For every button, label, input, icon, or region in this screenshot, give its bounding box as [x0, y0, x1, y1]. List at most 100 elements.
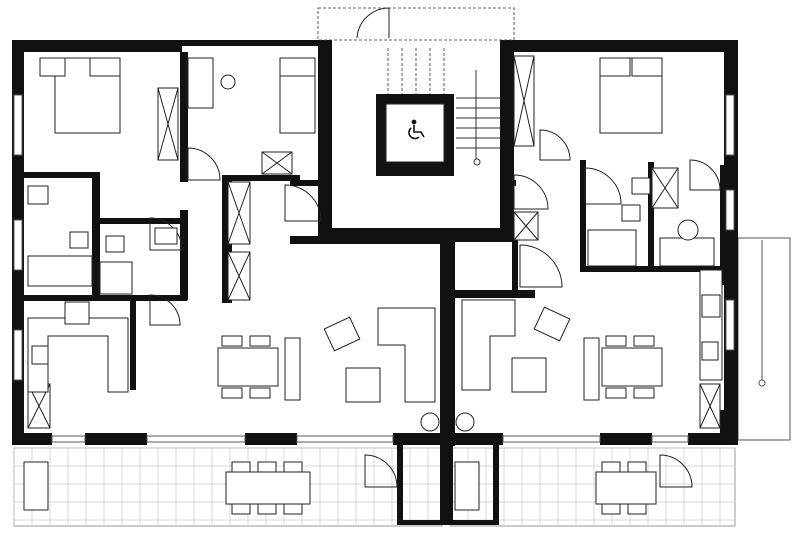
entrance-canopy [317, 7, 515, 41]
door[interactable] [149, 294, 181, 326]
wall [397, 445, 403, 525]
cabinet-cross [699, 383, 721, 429]
dining-chair [249, 387, 271, 399]
wall [580, 266, 730, 272]
terrace-chair [231, 461, 251, 473]
door[interactable] [284, 184, 322, 222]
pillow [279, 57, 316, 77]
door[interactable] [187, 147, 221, 181]
sink [27, 185, 49, 205]
wardrobe-cross [651, 167, 679, 209]
elevator-cabin [385, 103, 445, 163]
door[interactable] [584, 167, 622, 205]
plant [420, 412, 440, 432]
wardrobe-cross [261, 151, 293, 175]
wall [12, 40, 182, 52]
window [13, 219, 23, 271]
wall [130, 300, 136, 390]
dining-chair [633, 387, 655, 399]
terrace-chair [601, 461, 621, 473]
door[interactable] [689, 159, 721, 191]
wall [720, 165, 726, 285]
staircase [387, 48, 500, 166]
window [146, 435, 246, 443]
terrace-table [225, 471, 311, 505]
wall [500, 40, 514, 240]
pillow [89, 57, 121, 77]
cooktop [701, 294, 721, 318]
terrace-table [595, 471, 657, 505]
wall [447, 520, 497, 525]
terrace-chair [257, 503, 277, 515]
wall [648, 162, 654, 272]
armchair [323, 316, 361, 352]
door[interactable] [364, 454, 398, 488]
dining-table [217, 347, 279, 387]
entrance-door[interactable] [356, 7, 390, 39]
side-balcony [737, 237, 791, 441]
toilet [69, 231, 89, 249]
terrace-chair [283, 461, 303, 473]
wall [290, 236, 450, 244]
wall [245, 433, 297, 445]
plant [455, 412, 475, 432]
toilet [105, 235, 125, 253]
wall [455, 290, 535, 298]
wall [447, 445, 453, 525]
wardrobe-cross [227, 251, 251, 301]
wall [290, 180, 326, 186]
dining-chair [221, 387, 243, 399]
window [51, 435, 86, 443]
stair-core [317, 7, 515, 176]
window [725, 299, 735, 351]
wall [92, 175, 100, 300]
wall [514, 40, 738, 52]
sink [631, 177, 651, 195]
window [725, 189, 735, 231]
door[interactable] [519, 244, 563, 288]
window [296, 435, 394, 443]
wall [180, 210, 188, 300]
wall [455, 433, 503, 445]
dining-table [601, 347, 663, 387]
cooktop [64, 301, 90, 325]
wall [720, 410, 738, 445]
window [13, 329, 23, 381]
window [651, 435, 689, 443]
pillow [631, 57, 663, 77]
furniture [23, 55, 723, 515]
wall [493, 445, 499, 525]
door[interactable] [513, 174, 549, 210]
armchair [533, 306, 571, 342]
doors [149, 129, 721, 488]
window [502, 435, 601, 443]
wall [600, 433, 652, 445]
lounger [23, 461, 49, 511]
shower [99, 261, 133, 295]
dining-chair [605, 387, 627, 399]
wall [22, 172, 100, 178]
terrace-chair [627, 461, 647, 473]
door[interactable] [659, 454, 693, 488]
terrace-chair [283, 503, 303, 515]
dining-chair [633, 335, 655, 347]
door[interactable] [539, 129, 571, 161]
shower [587, 229, 637, 267]
wall [512, 235, 518, 295]
bathtub [659, 237, 715, 267]
wall [85, 433, 147, 445]
wheelchair-accessible-icon [408, 119, 425, 140]
cabinet-cross [513, 211, 539, 241]
lounger [454, 461, 480, 511]
kitchen-sink [31, 345, 49, 365]
pillow [39, 57, 66, 77]
wall [222, 175, 300, 181]
wall [100, 218, 180, 224]
terrace-chair [601, 503, 621, 515]
wall [440, 236, 455, 446]
wall [12, 410, 24, 445]
terrace-chair [257, 461, 277, 473]
wall [580, 160, 586, 270]
wardrobe-cross [157, 87, 179, 161]
